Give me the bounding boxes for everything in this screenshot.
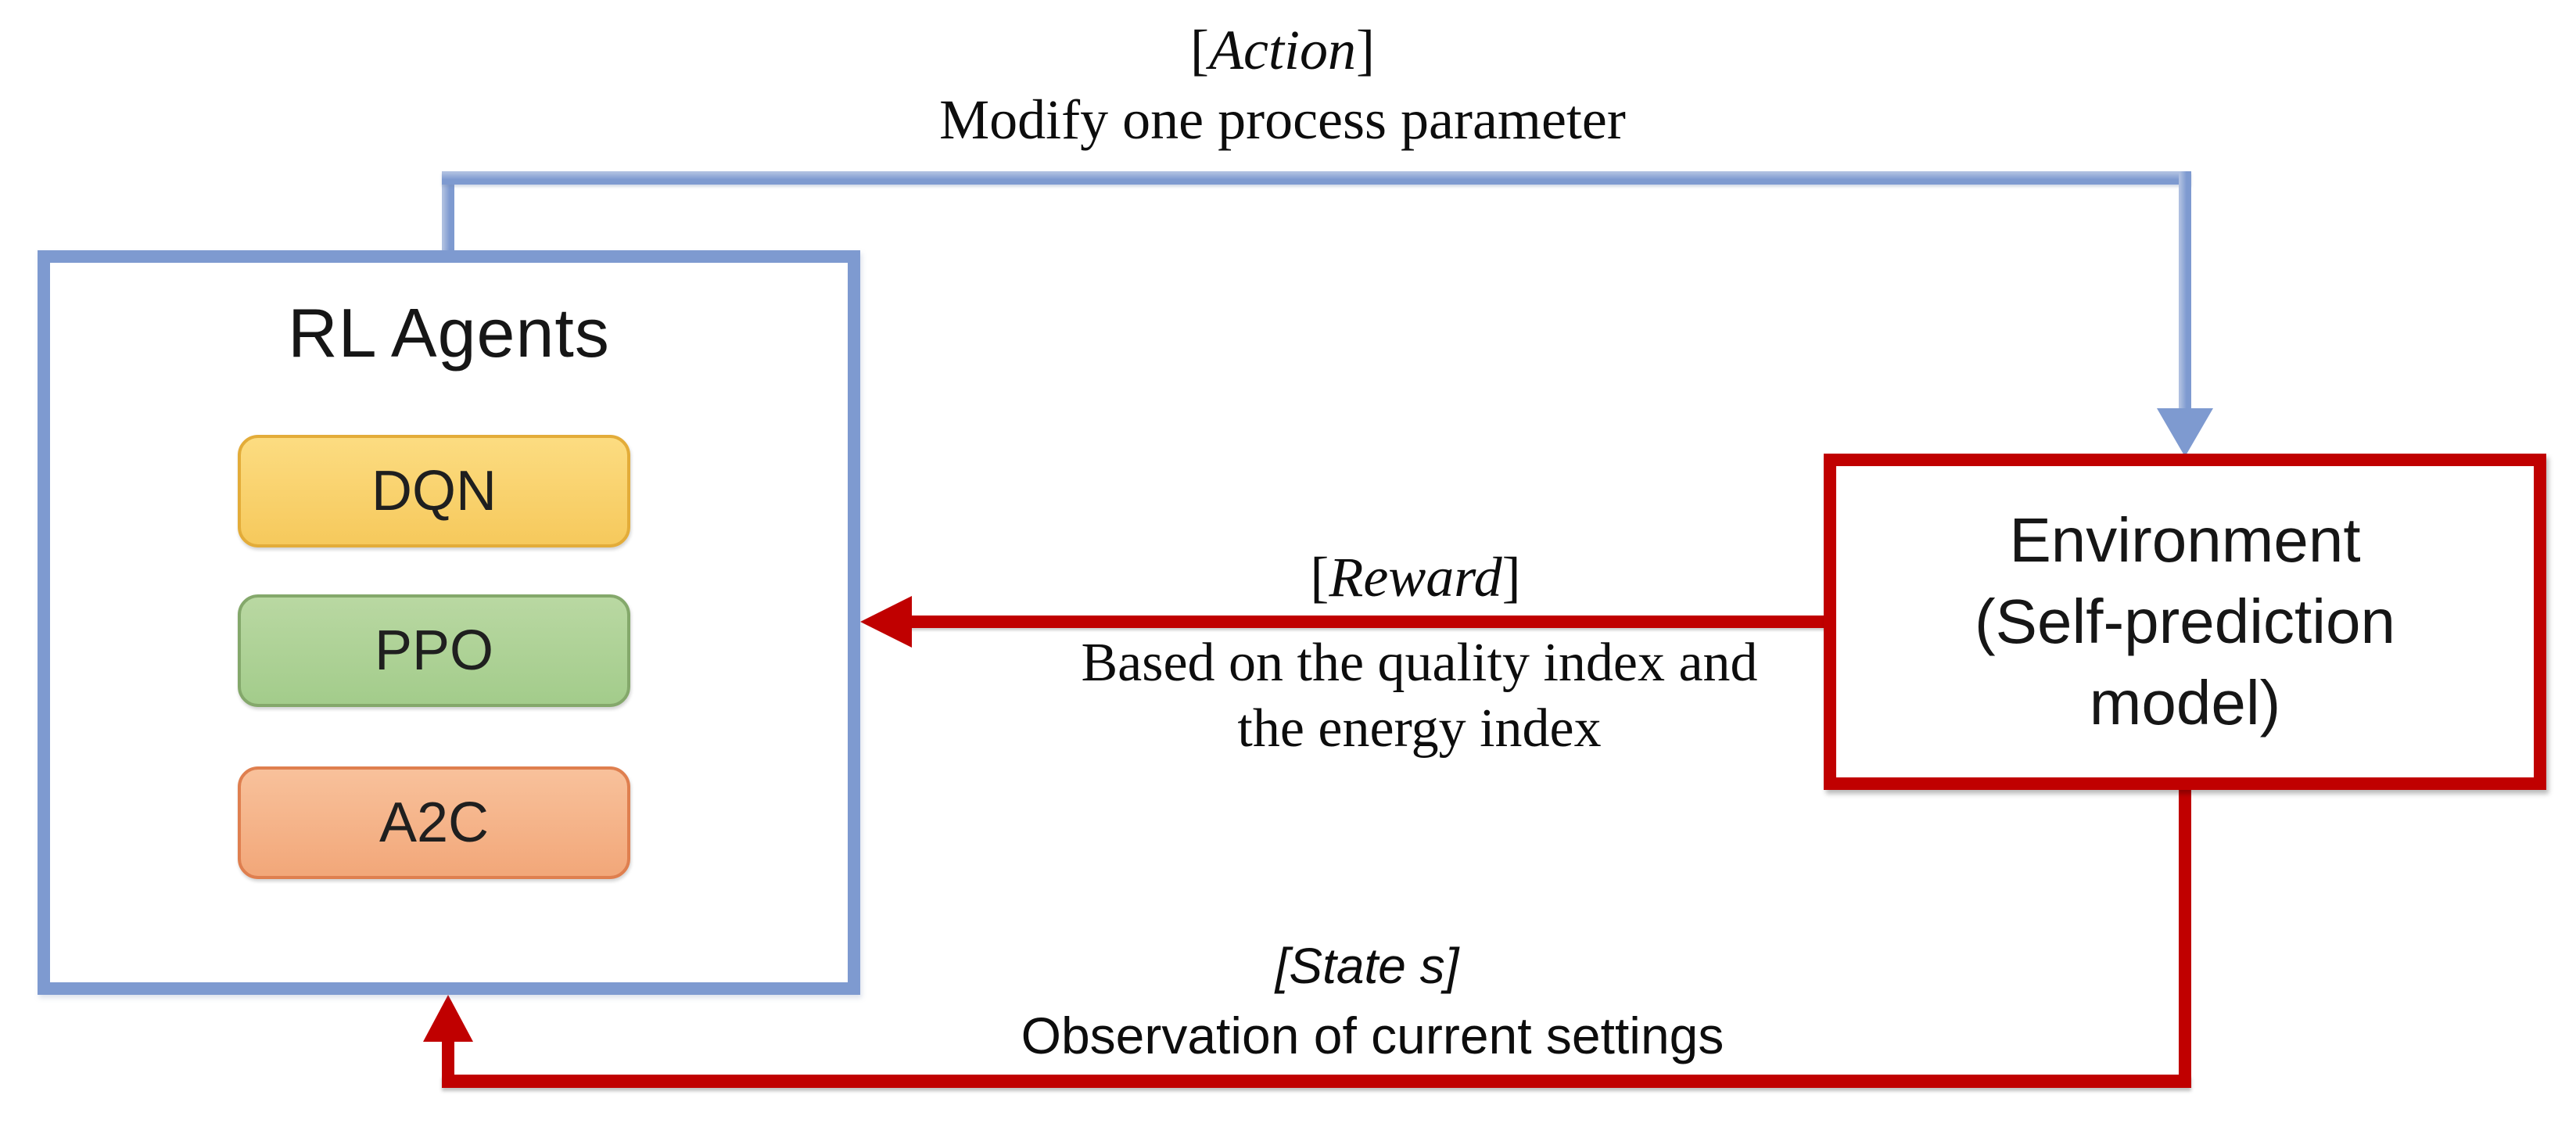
action-path-horizontal	[442, 171, 2191, 185]
action-tag-word: Action	[1209, 19, 1356, 81]
agent-chip-ppo: PPO	[238, 594, 630, 707]
environment-box: Environment (Self-prediction model)	[1824, 454, 2546, 790]
action-path-stub-up	[442, 174, 454, 252]
reward-description: Based on the quality index and the energ…	[946, 630, 1893, 762]
environment-label-line1: Environment	[2009, 505, 2361, 575]
action-tag-open-bracket: [	[1190, 19, 1210, 81]
agent-chip-a2c: A2C	[238, 766, 630, 879]
agent-chip-dqn: DQN	[238, 435, 630, 547]
state-path-horizontal	[442, 1075, 2191, 1088]
rl-agents-title: RL Agents	[288, 294, 610, 371]
reward-description-line2: the energy index	[1237, 698, 1602, 759]
action-path-down	[2179, 171, 2191, 411]
reward-tag-open-bracket: [	[1310, 546, 1329, 608]
environment-label-line3: model)	[2089, 668, 2281, 738]
reward-tag-word: Reward	[1329, 546, 1502, 608]
action-tag-label: [Action]	[876, 17, 1689, 83]
action-tag-close-bracket: ]	[1355, 19, 1375, 81]
arrow-left-icon	[860, 596, 912, 648]
reward-tag-close-bracket: ]	[1501, 546, 1521, 608]
action-description: Modify one process parameter	[939, 88, 1626, 151]
state-path-down	[2179, 787, 2191, 1087]
agent-chip-ppo-label: PPO	[374, 619, 494, 682]
state-path-stub-up	[442, 1040, 454, 1087]
agent-chip-a2c-label: A2C	[379, 791, 490, 854]
agent-chip-dqn-label: DQN	[371, 460, 497, 522]
state-tag-label: [State s]	[1275, 938, 1459, 994]
arrow-down-icon	[2157, 408, 2213, 457]
environment-label-line2: (Self-prediction	[1974, 587, 2395, 656]
reward-description-line1: Based on the quality index and	[1081, 633, 1758, 693]
reward-tag-label: [Reward]	[1009, 544, 1822, 610]
reward-path-horizontal	[907, 616, 1830, 628]
arrow-up-icon	[423, 995, 473, 1042]
state-description: Observation of current settings	[1021, 1007, 1724, 1064]
